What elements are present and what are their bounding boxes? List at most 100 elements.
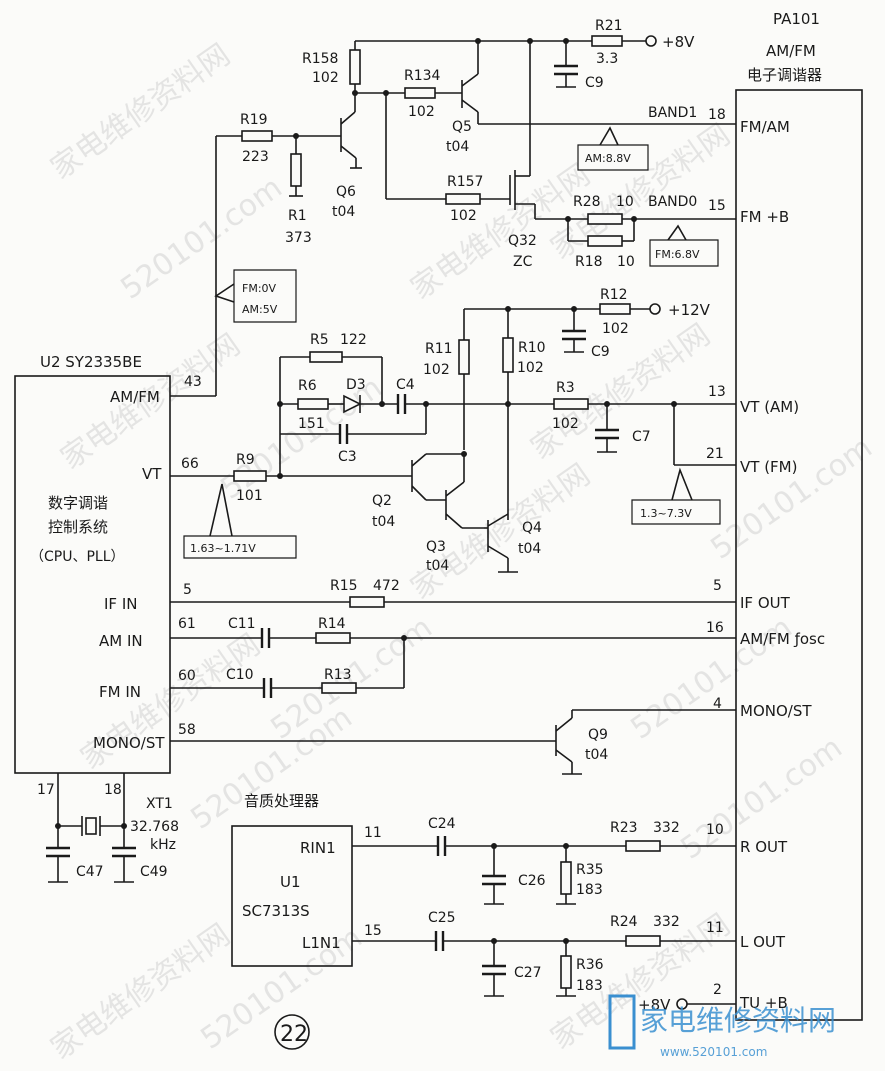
component-val: 32.768 [130, 819, 179, 835]
logo-url: www.520101.com [660, 1045, 767, 1059]
pin-label: AM/FM ƒosc [740, 630, 825, 648]
pin-label: L1N1 [302, 934, 341, 952]
signal-label: BAND1 [648, 105, 697, 121]
pin-num: 11 [706, 920, 724, 936]
signal-label: BAND0 [648, 194, 697, 210]
component-ref: C9 [585, 75, 604, 91]
audio-part: SC7313S [242, 902, 310, 920]
resistor-r11 [458, 339, 470, 375]
component-val: 10 [616, 194, 634, 210]
voltage-note: FM:6.8V [655, 248, 700, 261]
component-val: 223 [242, 149, 269, 165]
pin-num: 21 [706, 446, 724, 462]
component-val: 183 [576, 978, 603, 994]
component-ref: C10 [226, 667, 254, 683]
component-ref: R13 [324, 667, 352, 683]
mcu-box [14, 375, 171, 774]
pin-num: 17 [37, 782, 55, 798]
component-ref: R10 [518, 340, 546, 356]
component-val: 151 [298, 416, 325, 432]
component-val: t04 [446, 139, 469, 155]
component-ref: D3 [346, 377, 366, 393]
resistor-r10 [502, 337, 514, 373]
component-val: 332 [653, 820, 680, 836]
component-ref: Q32 [508, 233, 537, 249]
component-val: 102 [408, 104, 435, 120]
component-ref: C4 [396, 377, 415, 393]
pin-label: FM IN [99, 683, 141, 701]
component-ref: C27 [514, 965, 542, 981]
crystal-xt1 [85, 817, 97, 835]
pin-label: IF OUT [740, 594, 791, 612]
pin-num: 4 [713, 696, 722, 712]
component-ref: R158 [302, 51, 338, 67]
pin-label: AM IN [99, 632, 143, 650]
component-ref: C9 [591, 344, 610, 360]
component-ref: R23 [610, 820, 638, 836]
vt-circuit: +12V R12 102 C9 R11 102 R10 102 R3 102 [170, 287, 736, 574]
component-ref: R134 [404, 68, 441, 84]
resistor-r9 [233, 470, 267, 482]
resistor-r18 [587, 235, 623, 247]
resistor-r3 [553, 398, 589, 410]
resistor-r14 [315, 632, 351, 644]
page-number-text: 22 [280, 1022, 308, 1047]
component-ref: R14 [318, 616, 346, 632]
component-ref: R157 [447, 174, 483, 190]
component-val: 10 [617, 254, 635, 270]
rail-label: +8V [638, 996, 671, 1014]
pin-label: MONO/ST [740, 702, 812, 720]
pin-num: 5 [183, 582, 192, 598]
pin-num: 15 [364, 923, 382, 939]
component-ref: C11 [228, 616, 256, 632]
pin-num: 5 [713, 578, 722, 594]
component-val: 101 [236, 488, 263, 504]
audio-box [231, 825, 353, 967]
resistor-r1 [290, 153, 302, 187]
watermark: 家电维修资料网 [45, 37, 237, 186]
component-val: 3.3 [596, 51, 618, 67]
component-ref: Q9 [588, 727, 608, 743]
component-ref: R9 [236, 452, 255, 468]
component-val: 102 [552, 416, 579, 432]
watermark: 家电维修资料网 [405, 457, 597, 606]
crystal-circuit: XT1 32.768 kHz C47 C49 [46, 773, 179, 883]
component-ref: R21 [595, 18, 623, 34]
mcu-ref: U2 SY2335BE [40, 353, 142, 371]
resistor-r134 [404, 87, 436, 99]
pin-num: 2 [713, 982, 722, 998]
component-ref: XT1 [146, 796, 173, 812]
component-ref: R5 [310, 332, 329, 348]
audio-ref: U1 [280, 873, 301, 891]
pin-num: 43 [184, 374, 202, 390]
component-ref: R15 [330, 578, 358, 594]
component-val: 373 [285, 230, 312, 246]
resistor-r12 [599, 303, 631, 315]
component-ref: Q2 [372, 493, 392, 509]
component-ref: C25 [428, 910, 456, 926]
pin-label: L OUT [740, 933, 786, 951]
pin-num: 15 [708, 198, 726, 214]
terminal-8v [645, 35, 657, 47]
component-ref: C49 [140, 864, 168, 880]
resistor-r23 [625, 840, 661, 852]
component-val: 102 [423, 362, 450, 378]
pin-num: 18 [708, 107, 726, 123]
pin-num: 60 [178, 668, 196, 684]
component-val: 122 [340, 332, 367, 348]
resistor-r15 [349, 596, 385, 608]
resistor-r35 [560, 861, 572, 895]
resistor-r158 [349, 49, 361, 85]
resistor-r24 [625, 935, 661, 947]
resistor-r21 [591, 35, 623, 47]
component-val: t04 [426, 558, 449, 574]
mcu-desc: （CPU、PLL） [30, 549, 125, 565]
resistor-r5 [309, 351, 343, 363]
pin-num: 16 [706, 620, 724, 636]
component-val: 472 [373, 578, 400, 594]
component-val: t04 [518, 541, 541, 557]
pin-label: R OUT [740, 838, 788, 856]
component-ref: C47 [76, 864, 104, 880]
